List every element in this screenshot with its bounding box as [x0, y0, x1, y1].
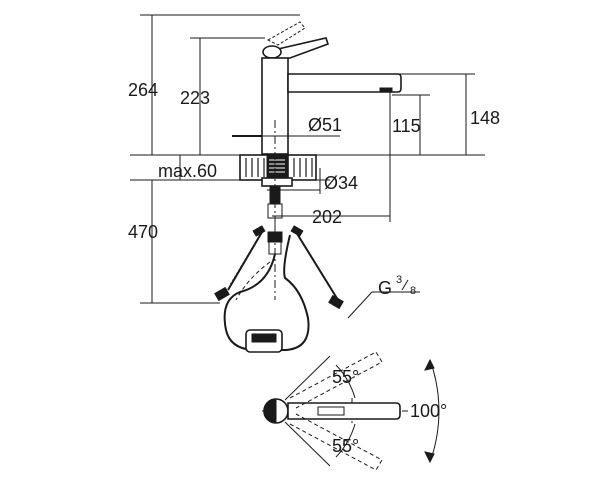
- dim-spout-reach: 202: [312, 207, 342, 227]
- supply-hose-left: [214, 225, 266, 302]
- angle-swivel-right: 55°: [332, 436, 359, 456]
- dim-connection-thread: G 3 8: [378, 274, 416, 298]
- handle-alt-position: [266, 21, 306, 46]
- dim-spout-clearance: 115: [392, 116, 421, 136]
- supply-hose-right: [290, 225, 344, 310]
- angle-labels: 55° 55° 100°: [332, 367, 447, 456]
- dimension-labels: 264 223 148 115 Ø51 max.60 Ø34 470 202 G…: [128, 80, 500, 298]
- dimension-lines: [140, 14, 475, 319]
- handle-pivot: [262, 45, 282, 59]
- dim-spout-height: 223: [180, 88, 210, 108]
- dim-below-deck-length: 470: [128, 222, 158, 242]
- svg-text:8: 8: [410, 285, 416, 297]
- aerator: [379, 87, 393, 93]
- faucet-side-view: [232, 21, 402, 155]
- svg-text:G: G: [378, 278, 392, 298]
- angle-swivel-total: 100°: [410, 401, 447, 421]
- svg-text:3: 3: [396, 274, 402, 286]
- dim-overall-height: 264: [128, 80, 158, 100]
- dim-hole-diameter: Ø34: [324, 173, 358, 193]
- dim-body-diameter: Ø51: [308, 115, 342, 135]
- faucet-top-view: [262, 351, 440, 471]
- below-deck-assembly: [130, 154, 485, 353]
- angle-swivel-left: 55°: [332, 367, 359, 387]
- dim-aerator-height: 148: [470, 108, 500, 128]
- dim-deck-thickness: max.60: [158, 161, 217, 181]
